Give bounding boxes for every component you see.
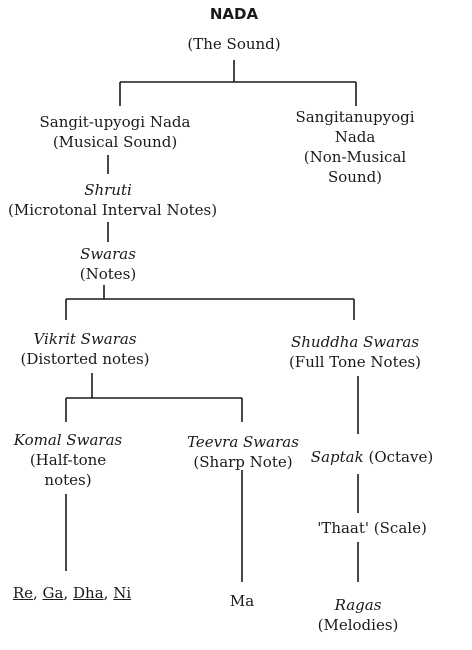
- shruti-name: Shruti: [84, 181, 132, 199]
- vikrit-name: Vikrit Swaras: [33, 330, 137, 348]
- nada-title: NADA: [209, 5, 259, 23]
- nonmusical-line-2: Nada: [334, 128, 376, 146]
- komal-desc-2: notes): [44, 471, 92, 489]
- nonmusical-line-1: Sangitanupyogi: [295, 108, 415, 126]
- saptak-desc: (Octave): [368, 448, 434, 466]
- note-dha: Dha: [73, 584, 104, 602]
- thaat-name: 'Thaat': [317, 519, 370, 537]
- shruti-desc: (Microtonal Interval Notes): [8, 201, 218, 219]
- thaat-node: 'Thaat' (Scale): [292, 518, 452, 538]
- komal-swaras-node: Komal Swaras (Half-tone notes): [6, 430, 130, 490]
- saptak-node: Saptak (Octave): [292, 447, 452, 467]
- nada-subtitle: (The Sound): [187, 35, 281, 53]
- vikrit-swaras-node: Vikrit Swaras (Distorted notes): [10, 329, 160, 369]
- teevra-note-node: Ma: [212, 591, 272, 611]
- nonmusical-line-4: Sound): [327, 168, 383, 186]
- komal-desc-1: (Half-tone: [29, 451, 107, 469]
- note-ni: Ni: [113, 584, 132, 602]
- musical-desc: (Musical Sound): [52, 133, 178, 151]
- komal-notes-node: Re, Ga, Dha, Ni: [4, 583, 140, 603]
- swaras-node: Swaras (Notes): [58, 244, 158, 284]
- komal-name: Komal Swaras: [13, 431, 123, 449]
- ragas-desc: (Melodies): [317, 616, 399, 634]
- musical-sound-node: Sangit-upyogi Nada (Musical Sound): [10, 112, 220, 152]
- shuddha-name: Shuddha Swaras: [290, 333, 420, 351]
- teevra-name: Teevra Swaras: [187, 433, 299, 451]
- teevra-desc: (Sharp Note): [193, 453, 293, 471]
- saptak-label: Saptak (Octave): [292, 447, 452, 467]
- nada-node: NADA (The Sound): [164, 4, 304, 54]
- shruti-node: Shruti (Microtonal Interval Notes): [8, 180, 218, 220]
- komal-notes-list: Re, Ga, Dha, Ni: [12, 584, 132, 602]
- musical-name: Sangit-upyogi Nada: [39, 113, 191, 131]
- teevra-swaras-node: Teevra Swaras (Sharp Note): [178, 432, 308, 472]
- shuddha-swaras-node: Shuddha Swaras (Full Tone Notes): [280, 332, 430, 372]
- note-ma: Ma: [229, 592, 255, 610]
- swaras-name: Swaras: [80, 245, 136, 263]
- vikrit-desc: (Distorted notes): [20, 350, 150, 368]
- swaras-desc: (Notes): [79, 265, 137, 283]
- thaat-label: 'Thaat' (Scale): [292, 518, 452, 538]
- ragas-node: Ragas (Melodies): [298, 595, 418, 635]
- saptak-name: Saptak: [310, 448, 364, 466]
- ragas-name: Ragas: [334, 596, 382, 614]
- nonmusical-line-3: (Non-Musical: [303, 148, 407, 166]
- note-re: Re: [12, 584, 33, 602]
- non-musical-sound-node: Sangitanupyogi Nada (Non-Musical Sound): [280, 107, 430, 187]
- note-ga: Ga: [42, 584, 64, 602]
- shuddha-desc: (Full Tone Notes): [288, 353, 422, 371]
- thaat-desc: (Scale): [373, 519, 427, 537]
